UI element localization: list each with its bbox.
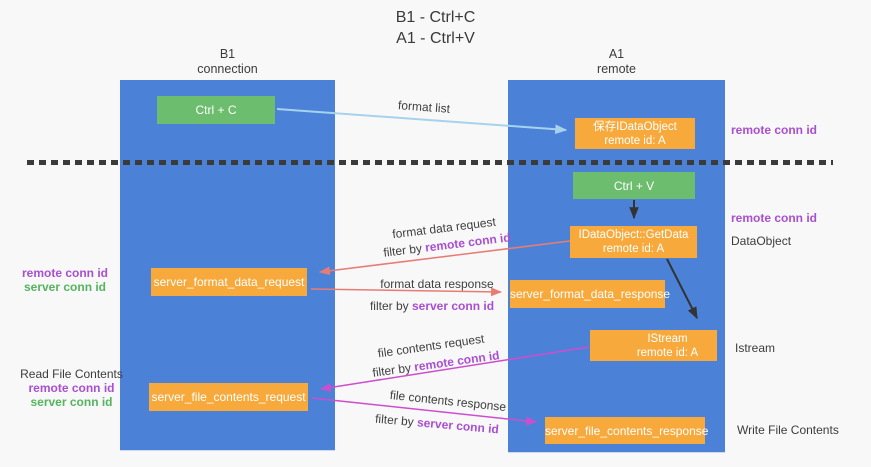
node-server-format-data-response-label: server_format_data_response: [510, 287, 671, 301]
node-istream-line1: IStream: [647, 332, 688, 345]
istream-label: Istream: [735, 341, 776, 355]
left-remote-conn-id: remote conn id: [21, 266, 108, 280]
node-save-idataobject-line2: remote id: A: [604, 134, 666, 147]
arrow-format-list: [276, 108, 568, 135]
arrow-file-contents-request: [319, 346, 590, 392]
right-remote-conn-id-top: remote conn id: [731, 123, 818, 137]
left-column-subtitle: connection: [197, 62, 258, 76]
node-istream-line2: remote id: A: [636, 346, 699, 359]
server-conn-id-key: server conn id: [411, 299, 495, 313]
filter-by-text: filter by: [369, 299, 412, 313]
diagram-title: B1 - Ctrl+C A1 - Ctrl+V: [0, 7, 871, 49]
arrow-getdata-to-istream: [666, 258, 698, 320]
label-format-data-response: format data response: [380, 277, 494, 291]
left-column-name: B1: [219, 47, 236, 61]
node-server-file-contents-request-label: server_file_contents_request: [151, 390, 306, 404]
node-server-format-data-request-label: server_format_data_request: [153, 275, 305, 289]
node-ctrl-v: Ctrl + V: [573, 172, 695, 199]
right-column-subtitle: remote: [597, 62, 636, 76]
node-server-file-contents-response: server_file_contents_response: [545, 417, 709, 444]
node-server-file-contents-request: server_file_contents_request: [149, 383, 308, 411]
left-column-header: B1 connection: [120, 47, 335, 77]
title-line-1: B1 - Ctrl+C: [395, 9, 476, 26]
right-remote-conn-id-mid: remote conn id: [731, 211, 818, 225]
node-idataobject-getdata: IDataObject::GetData remote id: A: [570, 226, 697, 258]
left-remote-conn-id-2: remote conn id: [28, 381, 115, 395]
read-file-contents-label: Read File Contents: [20, 367, 123, 381]
left-server-conn-id-2: server conn id: [30, 395, 113, 409]
node-ctrl-c: Ctrl + C: [157, 96, 275, 124]
write-file-contents-label: Write File Contents: [737, 423, 839, 437]
label-format-data-response-filter: filter by server conn id: [370, 299, 494, 313]
left-annotation-format-group: remote conn id server conn id: [8, 266, 122, 294]
node-istream: IStream remote id: A: [590, 330, 717, 361]
dataobject-label: DataObject: [731, 234, 792, 248]
arrow-format-data-response: [310, 287, 503, 297]
left-server-conn-id: server conn id: [23, 280, 107, 294]
node-save-idataobject-line1: 保存IDataObject: [593, 120, 677, 133]
title-line-2: A1 - Ctrl+V: [396, 30, 475, 47]
dashed-divider-line: [27, 160, 833, 165]
arrow-file-contents-response: [311, 397, 538, 426]
left-annotation-file-group: Read File Contents remote conn id server…: [8, 367, 135, 409]
arrow-format-data-request: [318, 240, 571, 276]
node-save-idataobject: 保存IDataObject remote id: A: [575, 118, 695, 149]
node-ctrl-v-label: Ctrl + V: [613, 178, 655, 193]
node-idataobject-getdata-line2: remote id: A: [602, 243, 665, 255]
node-server-format-data-request: server_format_data_request: [151, 268, 307, 296]
node-server-file-contents-response-label: server_file_contents_response: [545, 423, 709, 438]
right-column-header: A1 remote: [508, 47, 725, 77]
node-server-format-data-response: server_format_data_response: [510, 280, 671, 308]
node-ctrl-c-label: Ctrl + C: [195, 103, 237, 117]
right-column-name: A1: [608, 47, 625, 61]
node-idataobject-getdata-line1: IDataObject::GetData: [578, 229, 689, 241]
